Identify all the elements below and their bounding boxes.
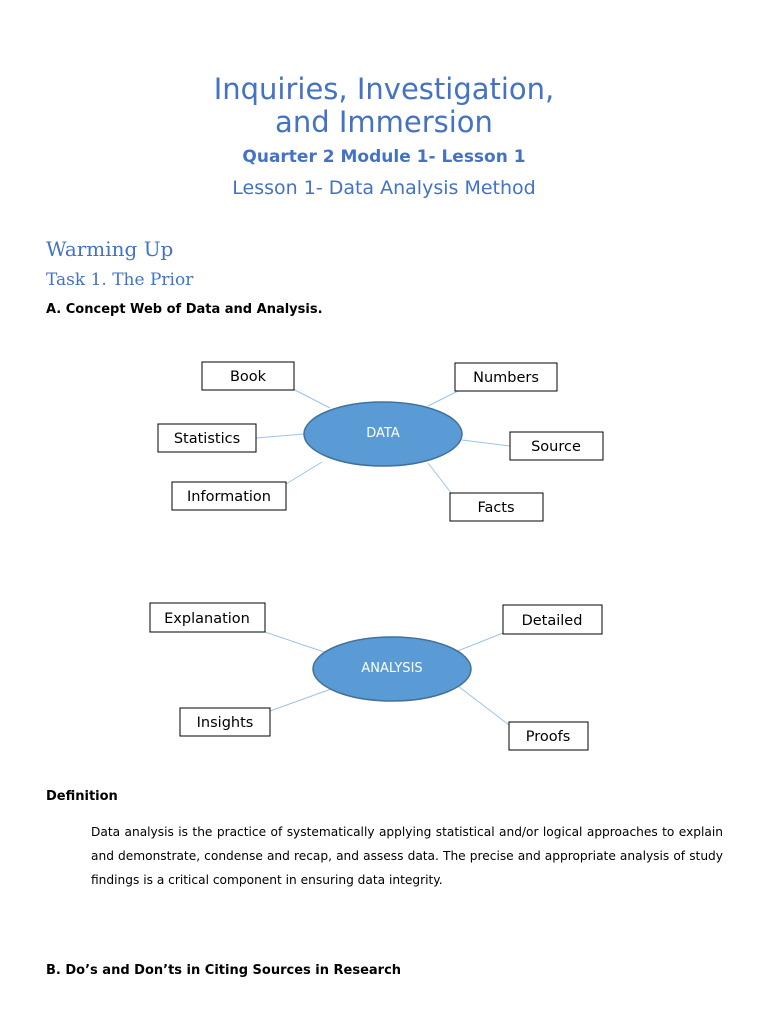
node-box-information	[171, 481, 287, 511]
node-box-numbers	[454, 362, 558, 392]
node-box-insights	[179, 707, 271, 737]
node-box-source	[509, 431, 604, 461]
node-box-book	[201, 361, 295, 391]
data-center-node	[303, 401, 463, 467]
title-line-2: and Immersion	[275, 105, 493, 139]
node-label-numbers: Numbers	[473, 370, 539, 386]
data-web-connectors	[255, 388, 511, 495]
node-label-insights: Insights	[197, 715, 254, 731]
definition-heading: Definition	[46, 789, 118, 804]
node-box-facts	[449, 492, 544, 522]
node-box-detailed	[502, 604, 603, 635]
node-label-explanation: Explanation	[164, 611, 250, 627]
analysis-web-connectors	[264, 631, 510, 726]
node-label-information: Information	[187, 489, 271, 505]
lesson-subtitle: Lesson 1- Data Analysis Method	[232, 177, 536, 199]
analysis-center-label: ANALYSIS	[361, 661, 422, 676]
node-label-source: Source	[531, 439, 581, 455]
node-label-book: Book	[230, 369, 267, 385]
section-b-heading: B. Do’s and Don’ts in Citing Sources in …	[46, 963, 402, 978]
node-box-statistics	[157, 423, 257, 453]
definition-text: is the practice of systematically applyi…	[91, 825, 723, 887]
node-box-explanation	[149, 602, 266, 633]
definition-paragraph: Data analysis is the practice of systema…	[91, 820, 723, 892]
module-subtitle: Quarter 2 Module 1- Lesson 1	[242, 147, 526, 167]
analysis-center-node	[312, 636, 472, 702]
node-label-detailed: Detailed	[522, 613, 583, 629]
section-a-heading: A. Concept Web of Data and Analysis.	[46, 302, 323, 317]
warming-up-heading: Warming Up	[46, 237, 174, 261]
task-heading: Task 1. The Prior	[46, 270, 194, 290]
node-box-proofs	[508, 721, 589, 751]
node-label-facts: Facts	[477, 500, 514, 516]
data-center-label: DATA	[366, 426, 400, 441]
title-line-1: Inquiries, Investigation,	[213, 72, 555, 106]
node-label-proofs: Proofs	[526, 729, 571, 745]
definition-term: Data analysis	[91, 825, 174, 839]
node-label-statistics: Statistics	[174, 431, 240, 447]
